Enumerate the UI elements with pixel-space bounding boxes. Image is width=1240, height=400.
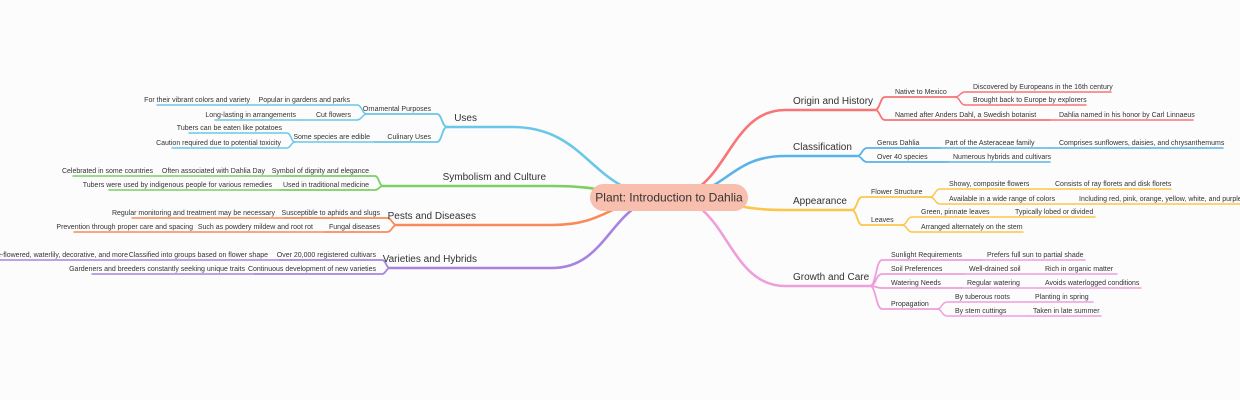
topic-node[interactable]: Susceptible to aphids and slugs [282,210,381,217]
topic-node[interactable]: Often associated with Dahlia Day [162,168,266,175]
topic-node[interactable]: For their vibrant colors and variety [144,97,250,104]
topic-node[interactable]: Showy, composite flowers [949,181,1030,188]
topic-node[interactable]: Dahlia named in his honor by Carl Linnae… [1059,112,1195,119]
topic-node[interactable]: Propagation [891,301,929,308]
topic-node[interactable]: Rich in organic matter [1045,266,1114,273]
topic-node[interactable]: Brought back to Europe by explorers [973,97,1087,104]
edge-l0-1 [374,126,448,143]
topic-node[interactable]: Some species are edible [293,134,370,141]
topic-node[interactable]: Named after Anders Dahl, a Swedish botan… [895,112,1036,119]
topic-node[interactable]: Genus Dahlia [877,140,920,147]
topic-node[interactable]: Planting in spring [1035,294,1089,301]
topic-node[interactable]: Arranged alternately on the stem [921,224,1023,231]
edge-r2-0-1 [929,196,1075,205]
topic-node[interactable]: By tuberous roots [955,294,1010,301]
topic-node[interactable]: Discovered by Europeans in the 16th cent… [973,84,1113,91]
topic-node[interactable]: Continuous development of new varieties [248,266,377,273]
edge-r0-0 [874,96,956,111]
edge-l1-1 [279,185,384,191]
topic-node[interactable]: Prevention through proper care and spaci… [56,224,193,231]
edge-r0 [667,108,877,199]
edge-r0-0-1 [954,96,1087,106]
edge-r0-1 [874,109,1051,121]
topic-node[interactable]: Used in traditional medicine [283,182,369,189]
topic-node[interactable]: Gardeners and breeders constantly seekin… [69,266,245,273]
topic-node[interactable]: Including red, pink, orange, yellow, whi… [1079,196,1240,203]
topic-node[interactable]: Typically lobed or divided [1015,209,1093,216]
topic-node[interactable]: Over 20,000 registered cultivars [277,252,377,259]
topic-node[interactable]: Prefers full sun to partial shade [987,252,1084,259]
topic-node[interactable]: Regular watering [967,280,1020,287]
edge-r2-1-1 [901,224,1024,233]
central-node-title: Plant: Introduction to Dahlia [595,191,743,205]
topic-node[interactable]: Cut flowers [316,112,352,119]
edge-l0-1-0-1 [171,141,296,149]
topic-node[interactable]: Soil Preferences [891,266,943,273]
topic-node[interactable]: By stem cuttings [955,308,1007,315]
topic-node[interactable]: Available in a wide range of colors [949,196,1056,203]
topic-node[interactable]: Watering Needs [891,280,941,287]
topic-node[interactable]: Avoids waterlogged conditions [1045,280,1140,287]
branch-node[interactable]: Origin and History [793,96,873,107]
mind-map-labels: Uses Ornamental Purposes Popular in garden… [0,84,1240,315]
topic-node[interactable]: Tubers were used by indigenous people fo… [83,182,273,189]
topic-node[interactable]: Regular monitoring and treatment may be … [112,210,276,217]
branch-node[interactable]: Appearance [793,196,847,207]
branch-node[interactable]: Symbolism and Culture [443,172,547,183]
central-node-pill [590,184,748,211]
edge-l0-0 [366,113,448,128]
edge-l3-1 [254,267,391,275]
topic-node[interactable]: Consists of ray florets and disk florets [1055,181,1172,188]
topic-node[interactable]: Classified into groups based on flower s… [129,252,268,259]
branch-node[interactable]: Uses [454,113,477,124]
topic-node[interactable]: Taken in late summer [1033,308,1100,315]
branch-node[interactable]: Growth and Care [793,272,870,283]
mind-map-edges [0,91,1240,317]
topic-node[interactable]: Over 40 species [877,154,928,161]
edge-l2-1 [324,224,398,233]
topic-node[interactable]: Culinary Uses [387,134,431,141]
topic-node[interactable]: Leaves [871,217,894,224]
branch-node[interactable]: Classification [793,142,852,153]
topic-node[interactable]: Part of the Asteraceae family [945,140,1035,147]
topic-node[interactable]: Long-lasting in arrangements [205,112,296,119]
topic-node[interactable]: Celebrated in some countries [62,168,154,175]
topic-node[interactable]: Popular in gardens and parks [259,97,351,104]
edge-l0-0-1 [299,113,368,121]
topic-node[interactable]: Fungal diseases [329,224,380,231]
topic-node[interactable]: Sunlight Requirements [891,252,962,259]
topic-node[interactable]: Single-flowered, waterlily, decorative, … [0,252,128,259]
topic-node[interactable]: Symbol of dignity and elegance [272,168,369,175]
edge-r3-3 [869,285,938,310]
topic-node[interactable]: Comprises sunflowers, daisies, and chrys… [1059,140,1225,147]
topic-node[interactable]: Tubers can be eaten like potatoes [177,125,283,132]
topic-node[interactable]: Such as powdery mildew and root rot [198,224,313,231]
topic-node[interactable]: Ornamental Purposes [363,106,432,113]
topic-node[interactable]: Native to Mexico [895,89,947,96]
topic-node[interactable]: Well-drained soil [969,266,1021,273]
edge-r3-3-1 [936,308,1029,317]
branch-node[interactable]: Pests and Diseases [388,211,476,222]
topic-node[interactable]: Green, pinnate leaves [921,209,990,216]
branch-node[interactable]: Varieties and Hybrids [383,254,477,265]
central-node[interactable]: Plant: Introduction to Dahlia [590,184,748,211]
topic-node[interactable]: Caution required due to potential toxici… [156,140,281,147]
edge-r1-1 [856,155,949,163]
edge-r2-0 [851,196,931,211]
topic-node[interactable]: Numerous hybrids and cultivars [953,154,1052,161]
edge-r2-1 [851,209,903,226]
topic-node[interactable]: Flower Structure [871,189,922,196]
